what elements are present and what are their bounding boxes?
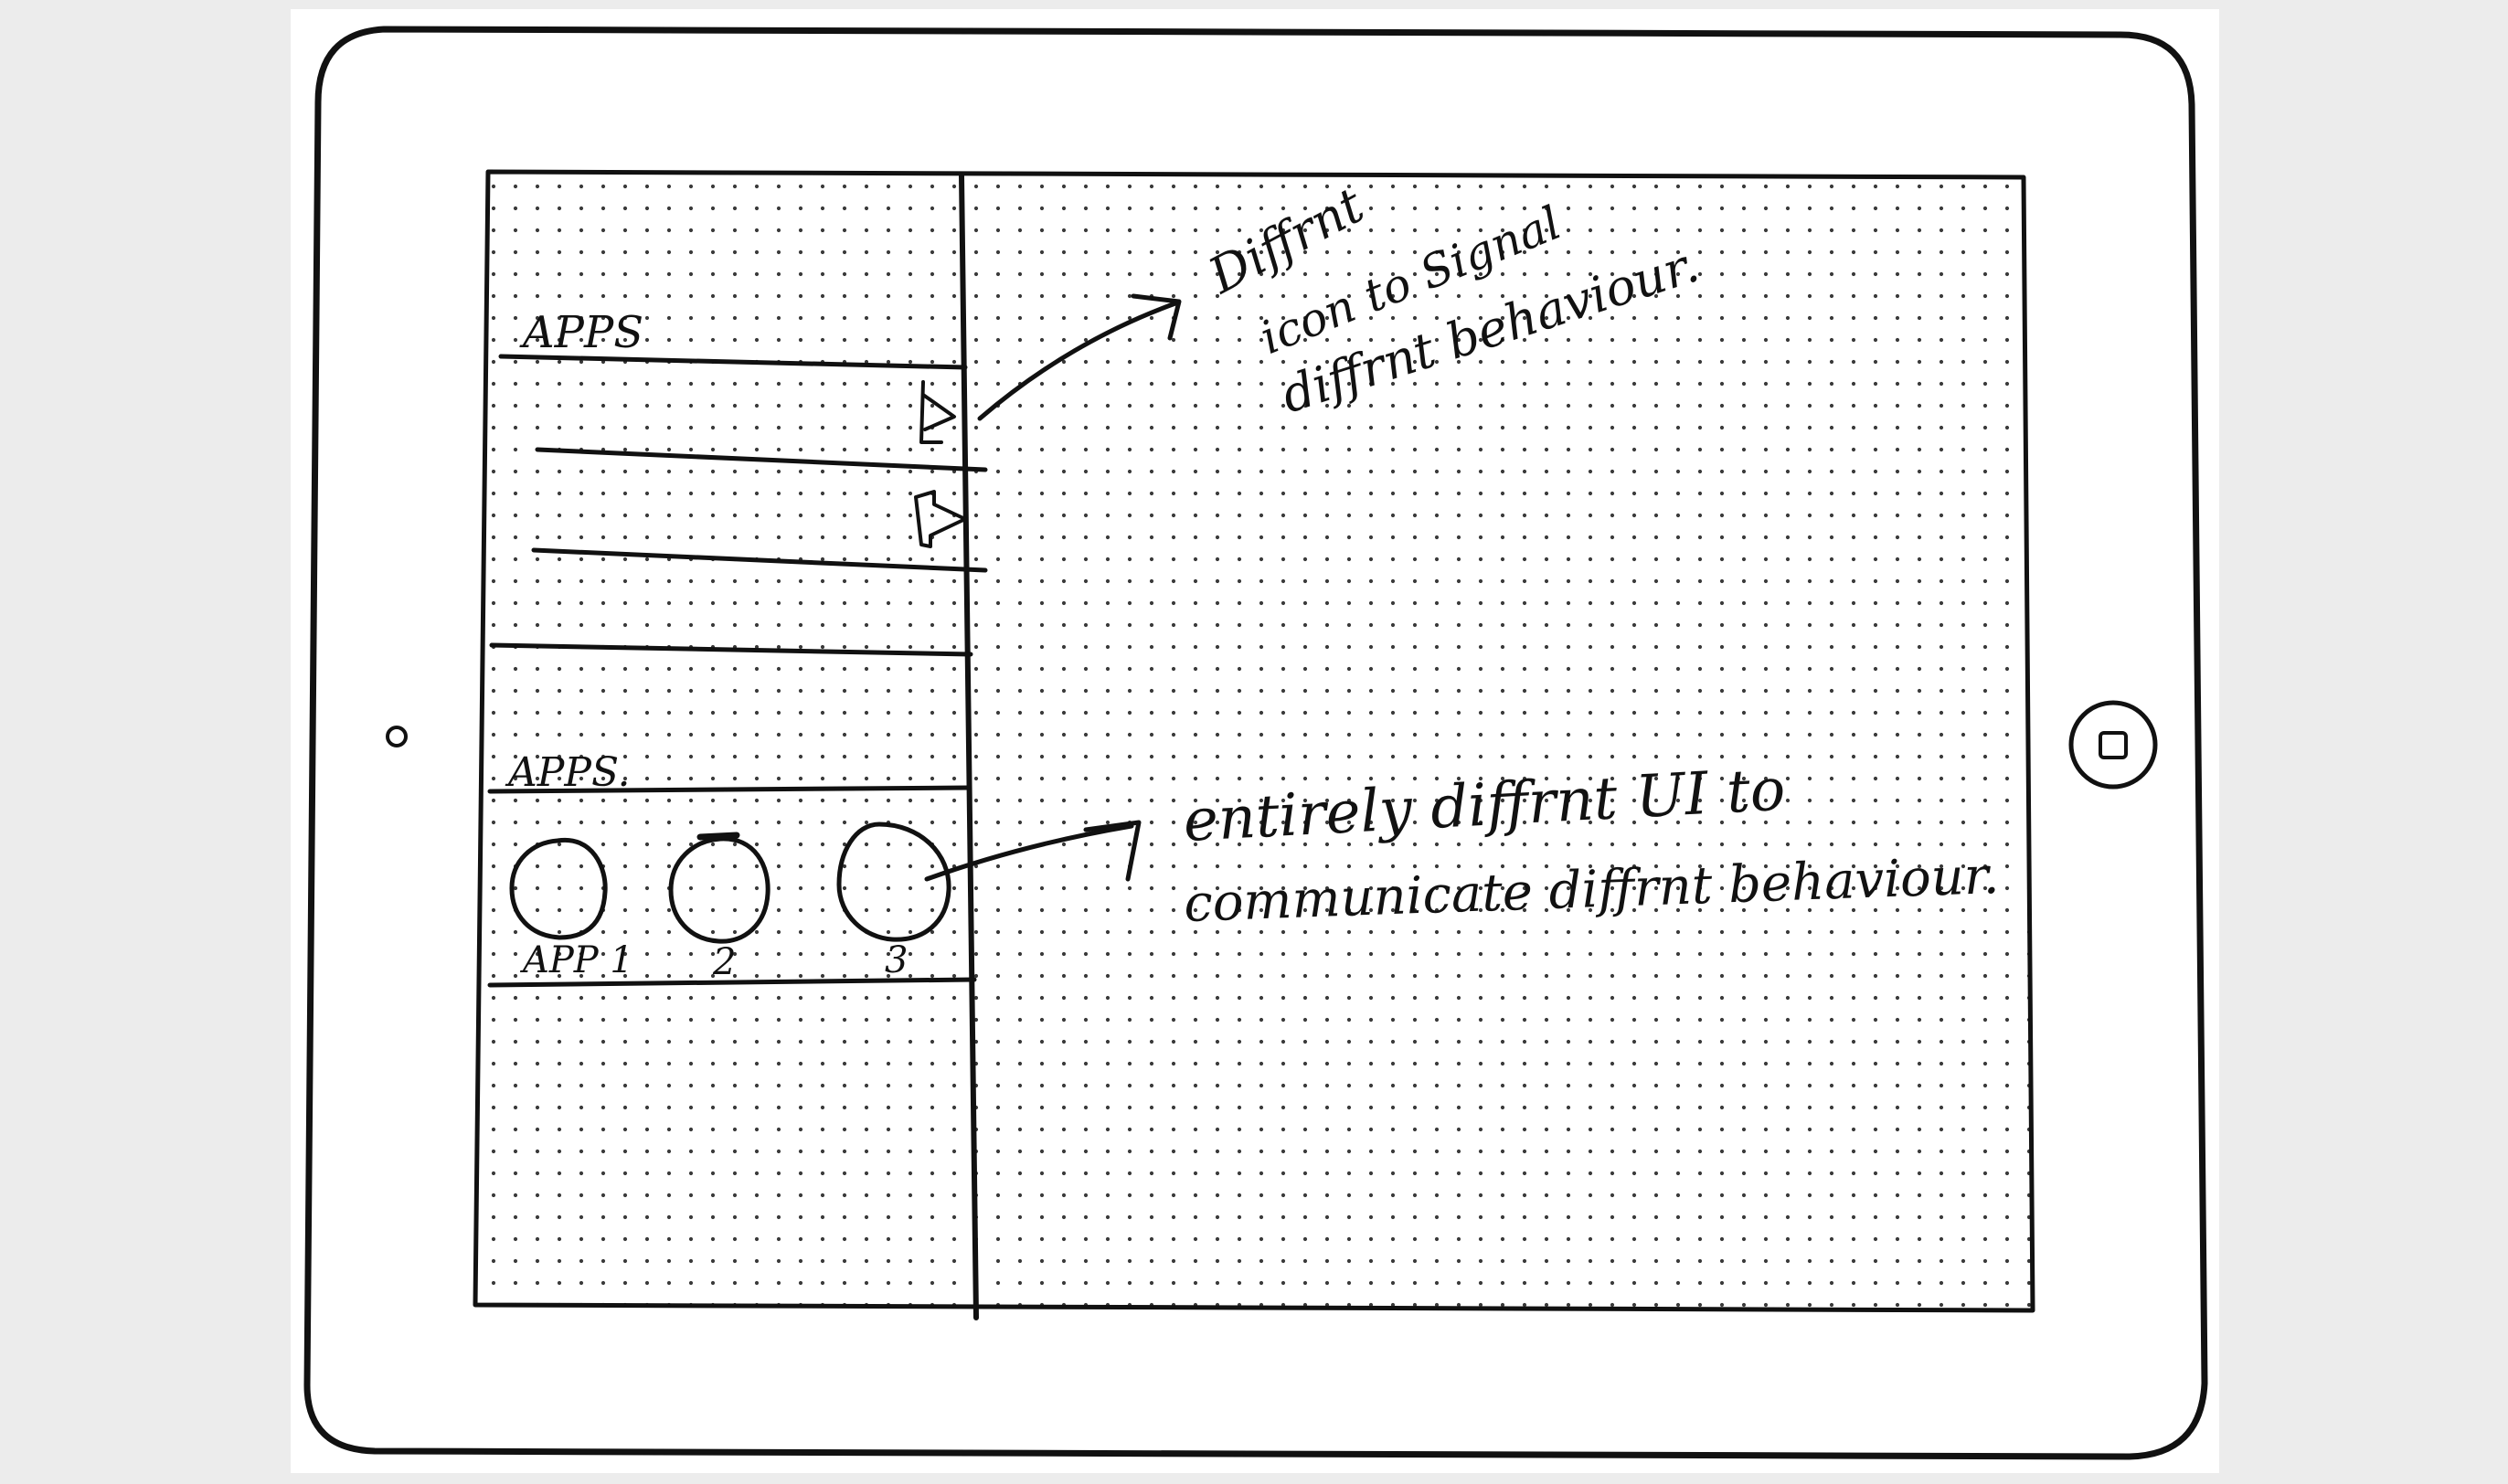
section-2-bottom-rule (487, 977, 977, 988)
section-1-header-rule (498, 354, 968, 370)
home-button[interactable] (2068, 700, 2158, 790)
tablet-screen (473, 169, 2035, 1313)
section-2-heading: APPS. (505, 749, 631, 796)
app-icon-3[interactable]: 3 (836, 822, 951, 981)
app-icon-1[interactable]: APP 1 (509, 837, 633, 981)
camera-dot (386, 726, 408, 747)
list-row[interactable] (535, 380, 988, 472)
section-1-heading: APPS (519, 307, 643, 358)
annotation-arrow-top (977, 293, 1182, 421)
section-2-header-rule (487, 785, 972, 794)
expand-arrow-icon[interactable] (919, 380, 956, 444)
app-label-3: 3 (885, 939, 908, 981)
app-icon-2[interactable]: 2 (668, 832, 770, 983)
list-row-divider (531, 547, 988, 573)
list-row[interactable] (531, 490, 988, 573)
annotation-arrow-bottom (924, 820, 1142, 882)
app-label-1: APP 1 (519, 939, 633, 981)
list-row-divider (489, 642, 973, 657)
app-label-2: 2 (712, 941, 736, 983)
drill-in-arrow-icon[interactable] (914, 490, 967, 548)
tablet-frame (303, 26, 2208, 1460)
list-row-divider (535, 447, 988, 472)
